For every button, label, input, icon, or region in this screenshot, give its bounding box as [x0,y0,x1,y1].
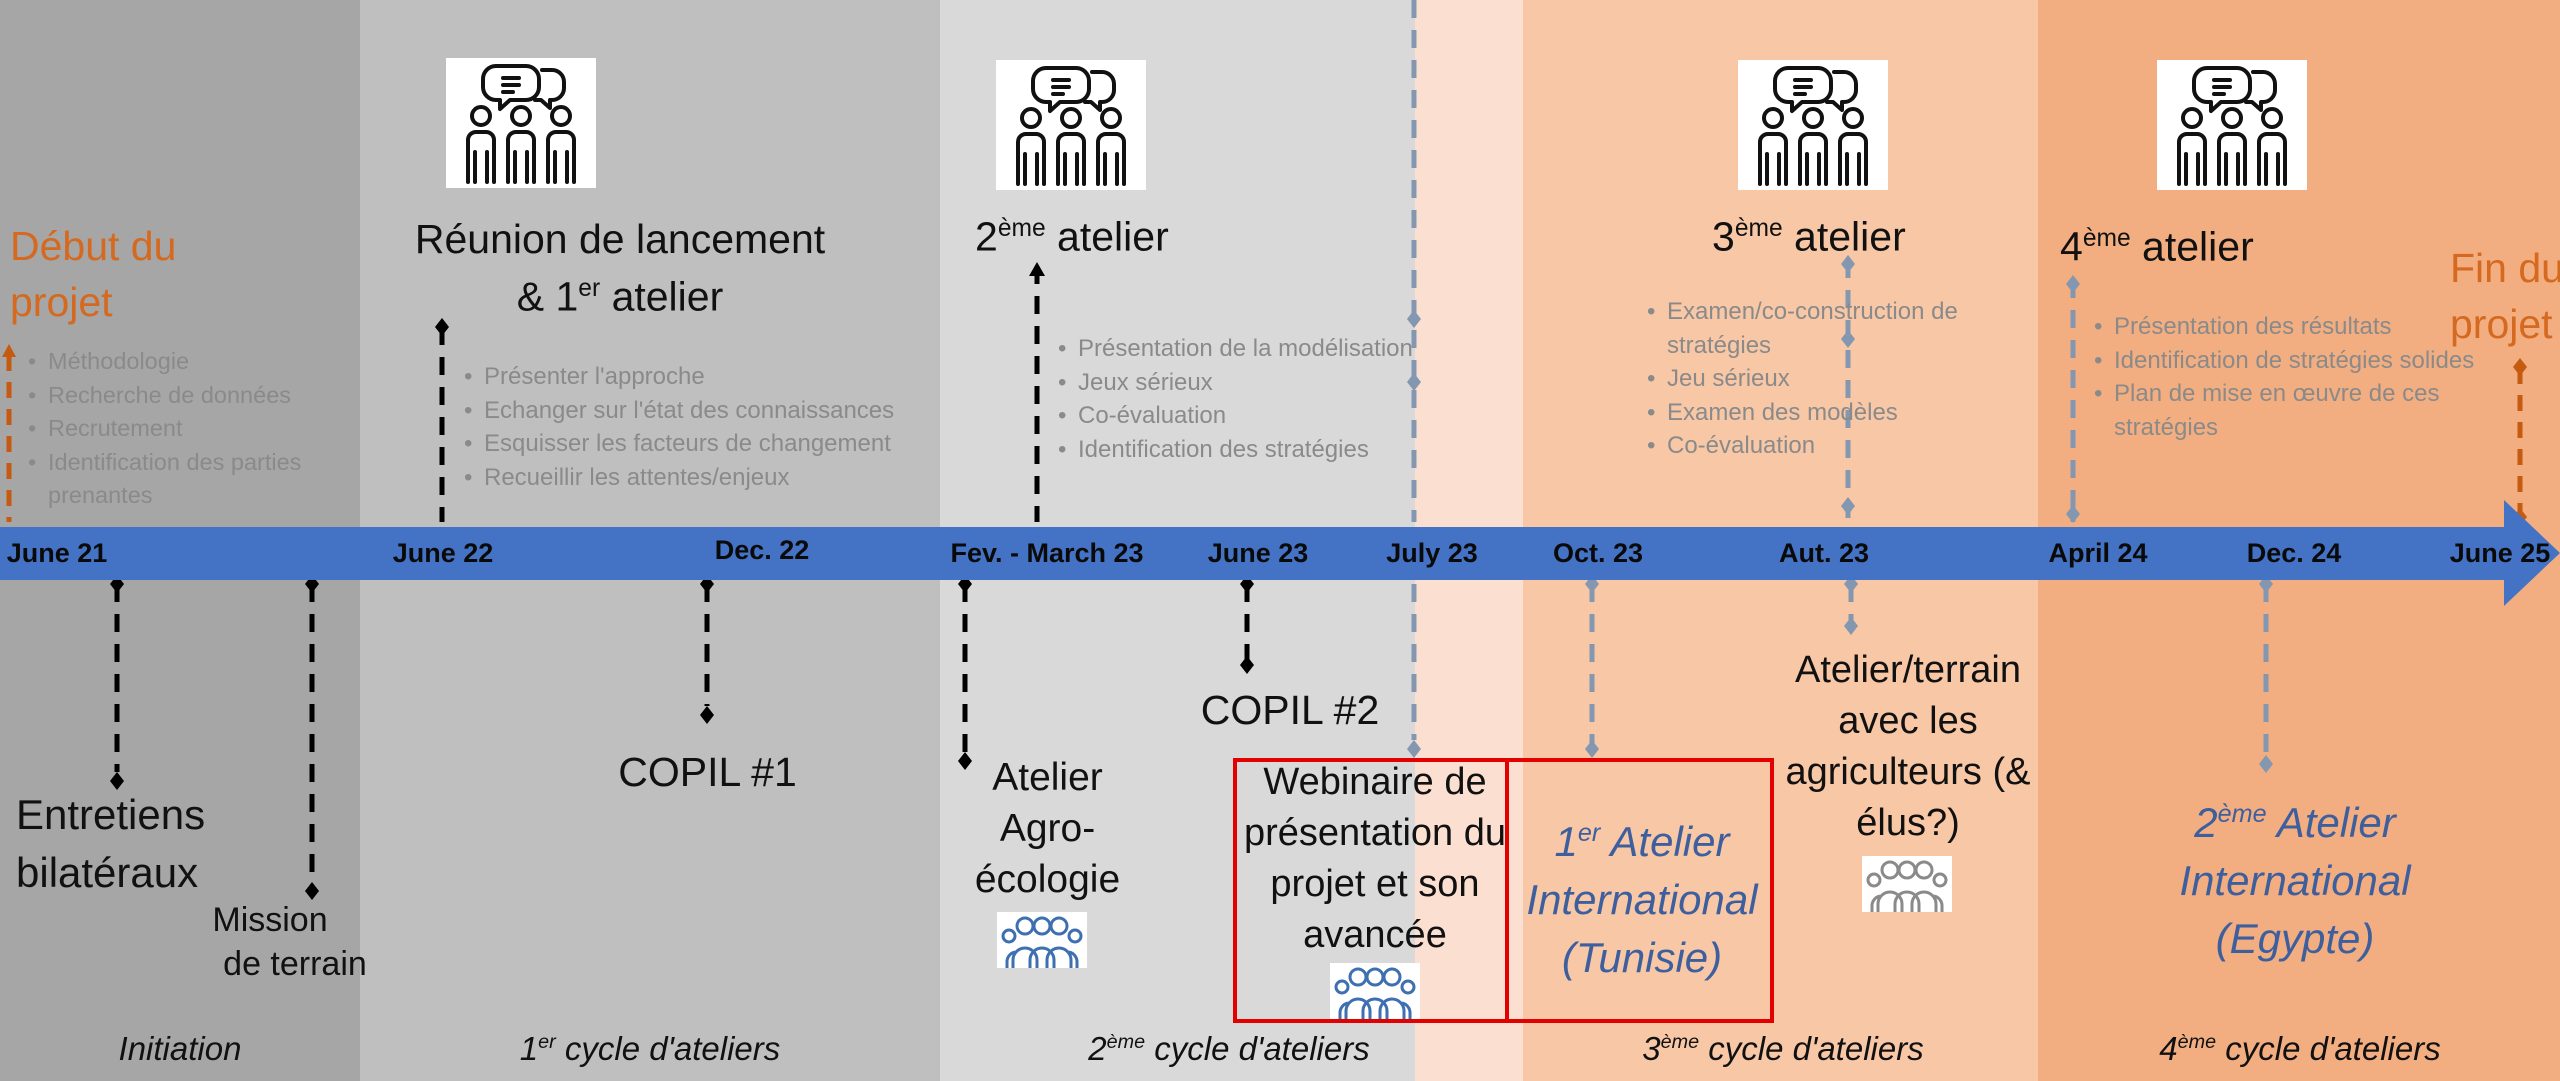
atelier-international-2-label: 2ème Atelier International (Egypte) [2179,799,2411,962]
date-label: June 25 [2449,538,2551,568]
bullet: Recherche de données [28,379,378,413]
bullet: Echanger sur l'état des connaissances [464,394,894,428]
bullet: Présentation de la modélisation [1058,332,1413,366]
date-label: Dec. 22 [714,535,810,565]
initiation-bullets: Méthodologie Recherche de données Recrut… [26,345,378,513]
date-label: July 23 [1386,538,1478,568]
bullet: Jeux sérieux [1058,366,1413,400]
atelier-agroecologie-label: Atelier Agro-écologie [974,756,1121,901]
workshop-3-title: 3ème atelier [1712,213,1906,260]
bullet: Examen/co-construction de stratégies [1647,295,1997,362]
bullet: Identification des parties prenantes [28,446,378,513]
atelier-terrain-label: Atelier/terrain avec les agriculteurs (&… [1785,649,2031,844]
copil-2-label: COPIL #2 [1200,687,1380,733]
bullet: Identification des stratégies [1058,433,1413,467]
group-discussion-icon [1738,60,1888,190]
date-label: June 21 [6,538,108,568]
bullet: Co-évaluation [1647,429,1997,463]
bullet: Jeu sérieux [1647,362,1997,396]
bullet: Méthodologie [28,345,378,379]
workshop-1-line2: & 1er atelier [516,273,724,320]
people-group-icon [1862,856,1952,912]
bullet: Esquisser les facteurs de changement [464,427,894,461]
workshop-2-bullets: Présentation de la modélisation Jeux sér… [1056,332,1413,466]
workshop-4-title: 4ème atelier [2060,223,2254,270]
mission-label: Mission de terrain [212,901,367,983]
date-label: June 23 [1207,538,1309,568]
group-discussion-icon [446,58,596,188]
workshop-1-title: Réunion de lancement & 1er atelier [370,214,870,322]
date-label: April 24 [2048,538,2148,568]
date-label: June 22 [392,538,494,568]
date-label: Fev. - March 23 [950,538,1144,568]
bullet: Recrutement [28,412,378,446]
date-label: Dec. 24 [2246,538,2342,568]
cycle-4-label: 4ème cycle d'ateliers [2159,1030,2441,1067]
date-label: Oct. 23 [1552,538,1644,568]
workshop-1-bullets: Présenter l'approche Echanger sur l'état… [462,360,894,494]
webinaire-highlight-box [1233,758,1509,1023]
timeline-arrow [0,500,2560,606]
bullet: Identification de stratégies solides [2094,344,2499,378]
workshop-3-bullets: Examen/co-construction de stratégies Jeu… [1645,295,1997,463]
project-start-label: Début du projet [10,223,177,325]
bullet: Examen des modèles [1647,396,1997,430]
cycle-2-label: 2ème cycle d'ateliers [1088,1030,1370,1067]
group-discussion-icon [2157,60,2307,190]
international-workshop-highlight-box [1505,758,1774,1023]
bullet: Présenter l'approche [464,360,894,394]
atelier-international-1-label: 1er Atelier International (Tunisie) [1526,818,1758,981]
bullet: Co-évaluation [1058,399,1413,433]
entretiens-label: Entretiens bilatéraux [16,791,206,896]
date-label: Aut. 23 [1778,538,1870,568]
bullet: Plan de mise en œuvre de ces stratégies [2094,377,2499,444]
copil-1-label: COPIL #1 [618,749,797,795]
workshop-1-line1: Réunion de lancement [414,216,826,262]
workshop-4-bullets: Présentation des résultats Identificatio… [2092,310,2499,444]
cycle-1-label: 1er cycle d'ateliers [519,1030,781,1067]
bullet: Recueillir les attentes/enjeux [464,461,894,495]
workshop-2-title: 2ème atelier [975,213,1169,260]
group-discussion-icon [996,60,1146,190]
cycle-initiation-label: Initiation [118,1030,242,1067]
people-group-icon [997,910,1087,970]
webinaire-label: Webinaire de présentation du projet et s… [1244,761,1506,956]
bullet: Présentation des résultats [2094,310,2499,344]
cycle-3-label: 3ème cycle d'ateliers [1642,1030,1924,1067]
